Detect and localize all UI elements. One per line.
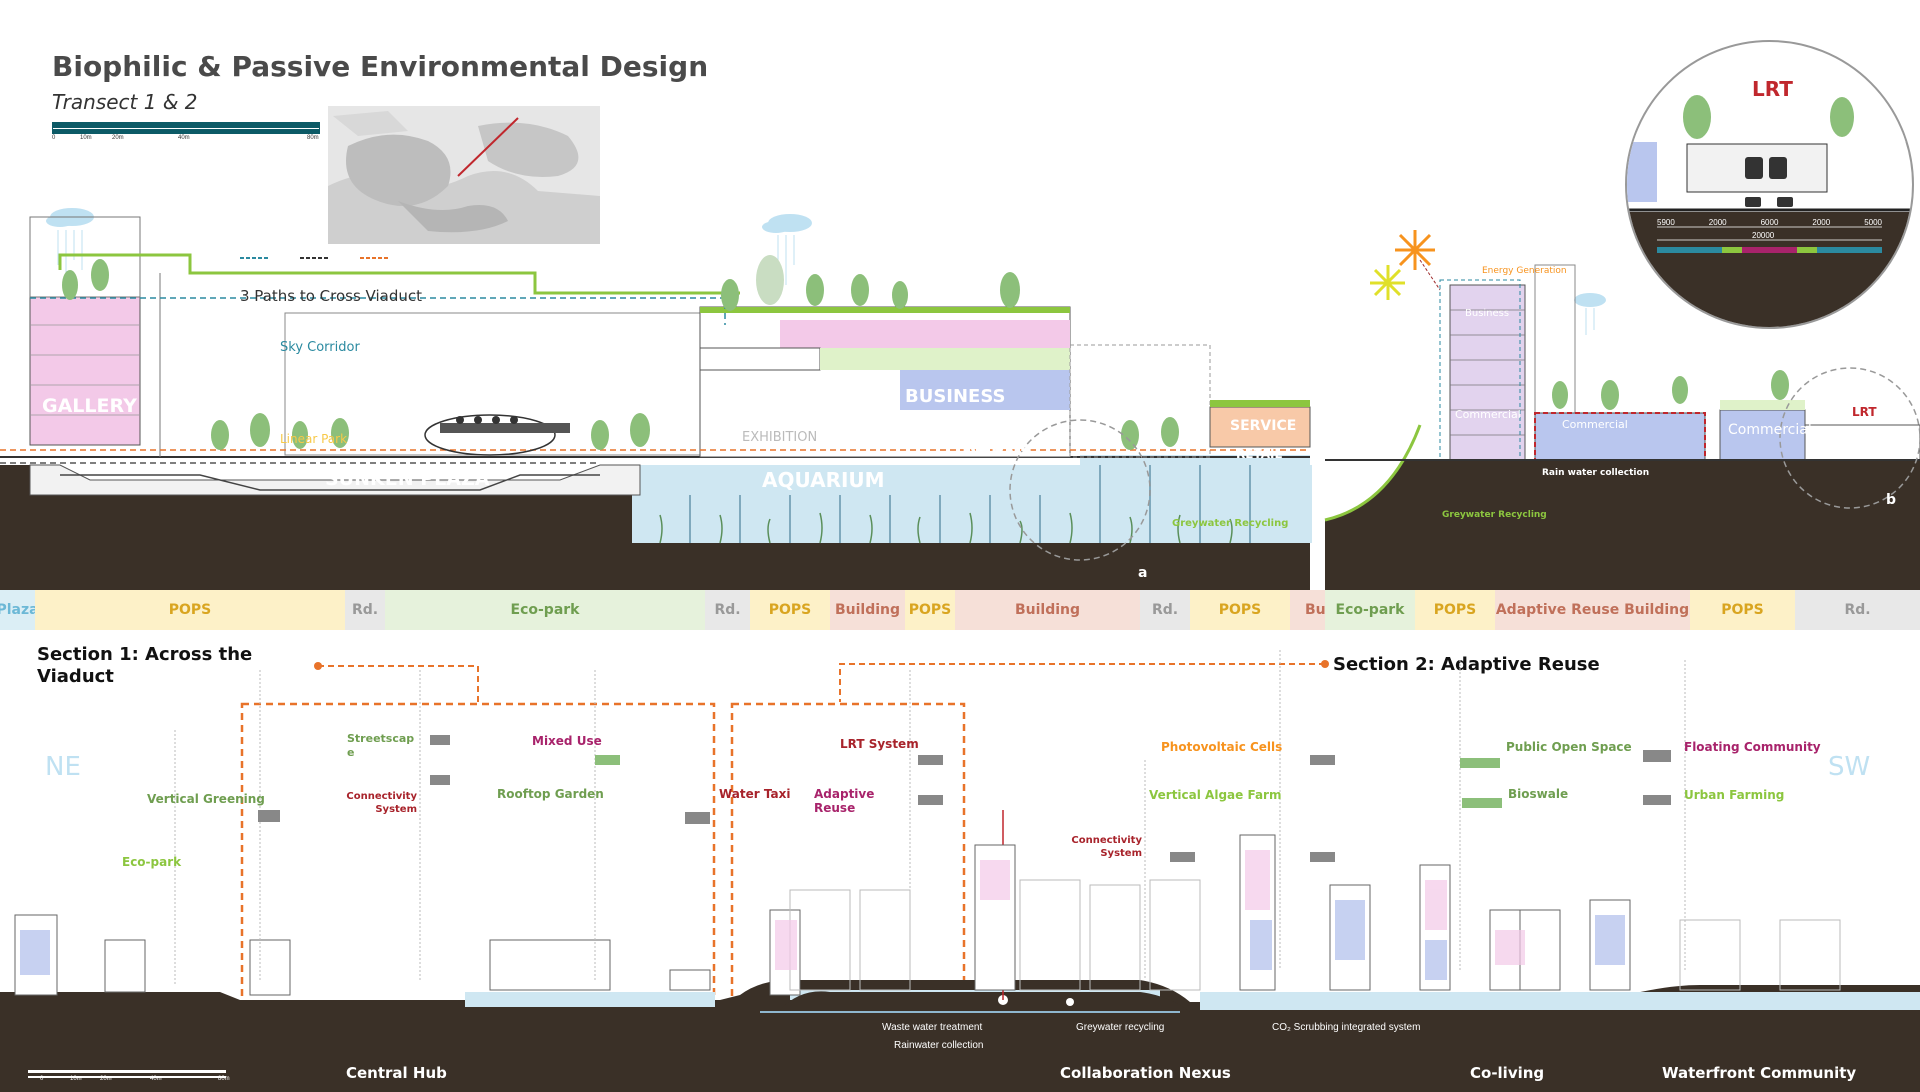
district-collaboration-nexus: Collaboration Nexus	[1060, 1064, 1231, 1082]
page-subtitle: Transect 1 & 2	[52, 90, 198, 114]
scale-bar-bottom: 0 10m 20m 40m 80m	[40, 1076, 240, 1086]
sky-corridor-label: Sky Corridor	[280, 340, 360, 355]
retail-label: RETAIL	[962, 435, 1032, 456]
location-map	[328, 106, 600, 244]
legend-urban-farming: Urban Farming	[1684, 788, 1785, 802]
lrt-label-small: LRT	[1852, 405, 1877, 419]
zone-pops: POPS	[1415, 590, 1495, 630]
legend-photovoltaic: Photovoltaic Cells	[1161, 740, 1283, 754]
zone-pops: POPS	[35, 590, 345, 630]
scale-tick-20: 20m	[112, 135, 124, 141]
commercial-label-3: Commercial	[1728, 422, 1812, 438]
inset-dim: 2000	[1812, 218, 1831, 227]
inset-dim: 6000	[1760, 218, 1779, 227]
legend-eco-park: Eco-park	[122, 855, 182, 869]
zone-eco-park: Eco-park	[1325, 590, 1415, 630]
retail2-label: RETAIL	[1236, 447, 1283, 461]
aquarium-label: AQUARIUM	[762, 468, 885, 492]
legend-vertical-greening: Vertical Greening	[147, 792, 265, 806]
legend-connectivity-1: Connectivity System	[346, 791, 417, 815]
legend-vertical-algae: Vertical Algae Farm	[1149, 788, 1282, 802]
business-label-2: Business	[1465, 308, 1510, 319]
legend-adaptive-reuse: Adaptive Reuse	[814, 787, 875, 815]
greywater-label-1: Greywater Recycling	[1172, 518, 1289, 529]
district-central-hub: Central Hub	[346, 1064, 447, 1082]
commercial-label-2: Commercial	[1562, 418, 1628, 431]
zone-plaza: Plaza	[0, 590, 39, 630]
greywater-label-2: Greywater Recycling	[1442, 510, 1547, 520]
inset-total: 20000	[1752, 231, 1775, 240]
legend-floating-community: Floating Community	[1684, 740, 1821, 754]
scale-tick-80: 80m	[218, 1076, 230, 1082]
zone-pops: POPS	[750, 590, 830, 630]
zone-building: Building	[955, 590, 1140, 630]
energy-label: Energy Generation	[1482, 266, 1567, 276]
zone-rd-: Rd.	[1795, 590, 1920, 630]
exhibition-label: EXHIBITION	[742, 430, 818, 445]
compass-ne: NE	[45, 752, 81, 782]
section-1-title: Section 1: Across the Viaduct	[37, 644, 253, 687]
lrt-inset-circle: LRT 5900 2000 6000 2000 5000 20000	[1625, 40, 1914, 329]
commercial-label-1: Commercial	[1455, 408, 1521, 421]
note-greywater: Greywater recycling	[1076, 1022, 1165, 1033]
district-co-living: Co-living	[1470, 1064, 1545, 1082]
rain-label: Rain water collection	[1542, 468, 1650, 478]
legend-rooftop-garden: Rooftop Garden	[497, 787, 604, 801]
inset-lrt-label: LRT	[1752, 77, 1793, 101]
scale-tick-10: 10m	[70, 1076, 82, 1082]
linear-park-label: Linear Park	[280, 432, 348, 446]
scale-tick-10: 10m	[80, 135, 92, 141]
note-waste-water: Waste water treatment	[882, 1022, 983, 1033]
service-label: SERVICE	[1230, 418, 1297, 434]
legend-streetscape: Streetscap e	[347, 732, 415, 759]
algae-label: ALGAE R&D	[855, 413, 947, 429]
inset-dim: 5000	[1864, 218, 1882, 227]
section-drawing-top	[0, 208, 1920, 590]
marker-b: b	[1886, 492, 1897, 508]
legend-connectivity-2: Connectivity System	[1071, 835, 1142, 859]
sunken-plaza-label: SUNKEN PLAZA	[325, 468, 490, 490]
legend-public-open-space: Public Open Space	[1506, 740, 1632, 754]
section-drawing-bottom	[0, 650, 1920, 1092]
zone-rd-: Rd.	[1140, 590, 1190, 630]
legend-mixed-use: Mixed Use	[532, 734, 602, 748]
zone-adaptive-reuse-building: Adaptive Reuse Building	[1495, 590, 1690, 630]
zone-pops: POPS	[1690, 590, 1795, 630]
legend-water-taxi: Water Taxi	[719, 787, 791, 801]
scale-tick-0: 0	[40, 1076, 44, 1082]
legend-lrt-system: LRT System	[840, 737, 919, 751]
page-title: Biophilic & Passive Environmental Design	[52, 50, 709, 83]
legend-bioswale: Bioswale	[1508, 787, 1569, 801]
district-waterfront-community: Waterfront Community	[1662, 1064, 1857, 1082]
paths-label: 3 Paths to Cross Viaduct	[240, 287, 423, 305]
zone-rd-: Rd.	[705, 590, 750, 630]
business-label: BUSINESS	[905, 386, 1006, 407]
scale-bar-top: 0 10m 20m 40m 80m	[52, 122, 320, 142]
section-2-title: Section 2: Adaptive Reuse	[1333, 654, 1600, 675]
scale-tick-0: 0	[52, 135, 56, 141]
scale-tick-40: 40m	[150, 1076, 162, 1082]
zone-eco-park: Eco-park	[385, 590, 705, 630]
scale-tick-80: 80m	[307, 135, 319, 141]
scale-tick-40: 40m	[178, 135, 190, 141]
zone-rd-: Rd.	[345, 590, 385, 630]
gallery-label: GALLERY	[42, 395, 137, 417]
marker-a: a	[1138, 565, 1148, 581]
inset-dim: 5900	[1657, 218, 1675, 227]
scale-tick-20: 20m	[100, 1076, 112, 1082]
zone-building: Building	[830, 590, 905, 630]
sun-icon	[1395, 230, 1435, 270]
inset-dim: 2000	[1708, 218, 1727, 227]
note-co2: CO₂ Scrubbing integrated system	[1272, 1022, 1421, 1033]
tree-icon	[62, 255, 1179, 450]
zone-pops: POPS	[905, 590, 955, 630]
note-rainwater: Rainwater collection	[894, 1040, 984, 1051]
compass-sw: SW	[1828, 752, 1871, 782]
gallery-building	[29, 296, 141, 446]
zone-pops: POPS	[1190, 590, 1290, 630]
